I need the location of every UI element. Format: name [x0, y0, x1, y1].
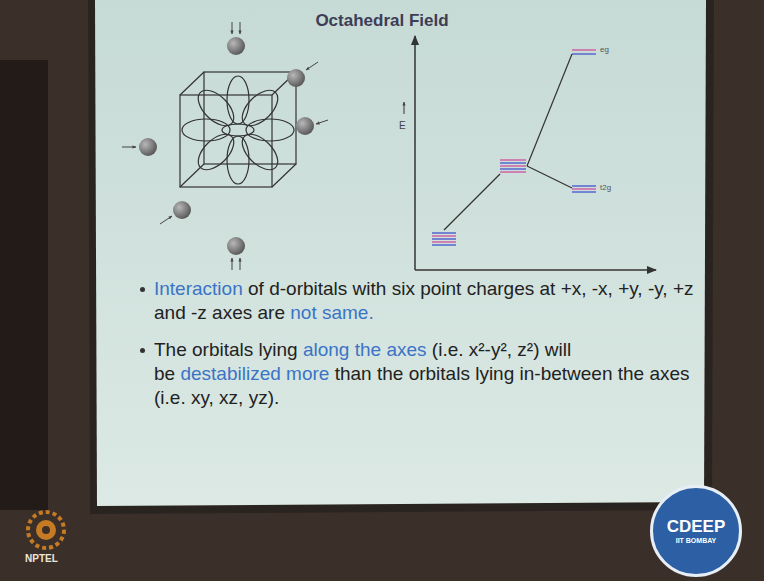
bullet-text: not same. [290, 302, 373, 323]
logo-text: NPTEL [25, 553, 58, 564]
charge-arrows [122, 22, 328, 270]
cube-figure [180, 72, 296, 187]
nptel-logo [28, 512, 64, 548]
wall-shadow [0, 60, 48, 510]
screen-bezel [88, 0, 714, 514]
bullet-text: The orbitals lying [154, 339, 298, 360]
bullet-text: Interaction [154, 278, 243, 299]
level-label: t2g [600, 183, 611, 192]
slide-title: Octahedral Field [0, 11, 764, 31]
energy-axes [404, 36, 656, 270]
logo-text: CDEEP [667, 517, 726, 537]
level-connectors [444, 54, 572, 230]
bullet-text: along the axes [303, 339, 427, 360]
screen [95, 0, 706, 506]
logo-text: IIT BOMBAY [676, 537, 717, 545]
bullet-item: The orbitals lyingalong the axes(i.e. x²… [140, 338, 694, 410]
point-charges [139, 37, 314, 255]
bullet-item: Interactionof d-orbitals with six point … [140, 277, 694, 325]
bullet-dot [140, 287, 145, 292]
energy-levels [432, 50, 596, 245]
level-label: eg [600, 45, 609, 54]
logo-badge: CDEEPIIT BOMBAY [650, 485, 742, 577]
axis-label: E [399, 120, 406, 131]
bullet-text: destabilized more [180, 363, 329, 384]
bullet-dot [140, 348, 145, 353]
